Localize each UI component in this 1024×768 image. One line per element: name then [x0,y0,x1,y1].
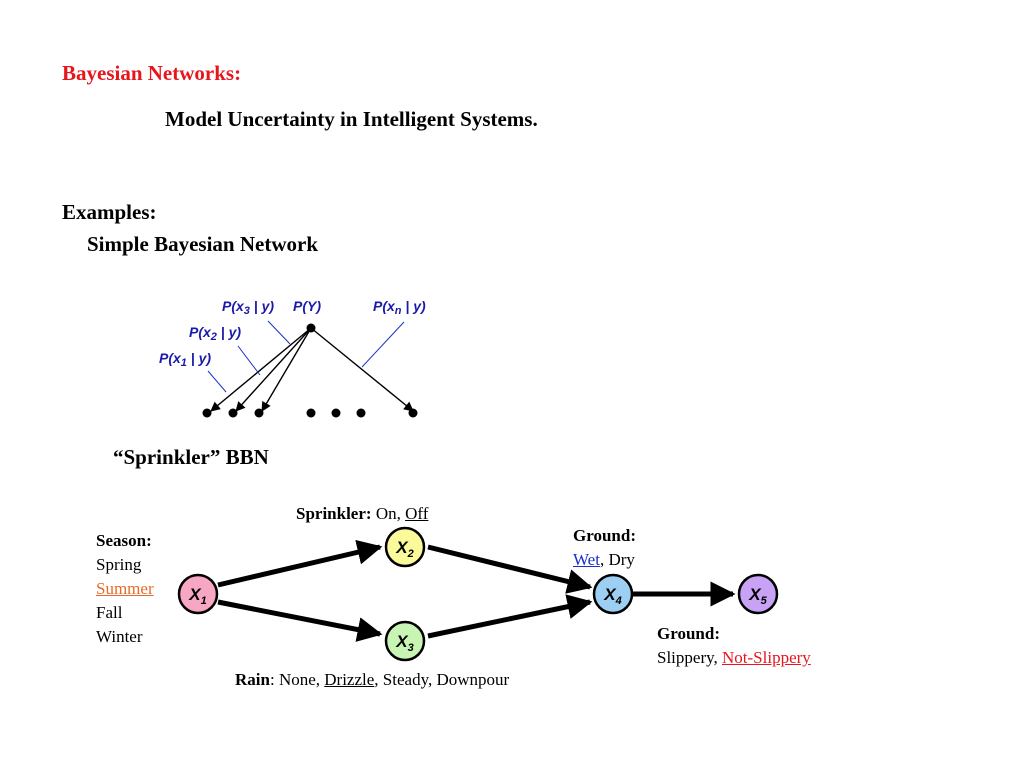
sprinkler-annotation: Sprinkler: On, Off [296,502,428,526]
season-block: Season: Spring Summer Fall Winter [96,529,154,649]
ellipsis-dot [356,408,366,418]
child-node-x1 [202,408,212,418]
ground-slip-label: Ground: [657,624,720,643]
rain-value-none: : None, [269,670,325,689]
sprinkler-value-on: On [375,504,397,523]
bbn-edges [217,539,736,642]
season-value-spring: Spring [96,555,142,574]
leader-line-x1 [207,370,227,393]
svg-text:X4: X4 [603,585,621,607]
svg-text:X3: X3 [395,632,413,654]
rain-value-rest: , Steady, Downpour [374,670,510,689]
edge-y-xn [310,327,414,412]
edge-y-x1 [210,327,312,412]
ground-wet-label: Ground: [573,526,636,545]
page-title: Bayesian Networks: [62,61,242,85]
examples-label: Examples: [62,200,157,224]
season-value-fall: Fall [96,603,123,622]
sprinkler-bbn-title: “Sprinkler” BBN [113,445,269,469]
ground-value-wet: Wet [573,550,600,569]
label-p-x2-given-y: P(x2 | y) [189,324,241,343]
rain-value-drizzle: Drizzle [324,670,375,689]
node-x1: X1 [177,573,219,615]
ground-value-slippery: Slippery, [657,648,723,667]
leader-line-xn [361,321,405,368]
sprinkler-value-off: Off [405,504,429,523]
label-p-x1-given-y: P(x1 | y) [159,350,211,369]
edge-x3-x4 [427,594,593,639]
node-x2: X2 [384,526,426,568]
page-subtitle: Model Uncertainty in Intelligent Systems… [165,107,538,131]
svg-text:X2: X2 [395,538,413,560]
edge-x1-x3 [217,599,383,642]
sprinkler-sep: , [396,504,406,523]
ground-value-dry: , Dry [599,550,635,569]
label-p-xn-given-y: P(xn | y) [373,298,426,317]
edge-x1-x2 [217,539,383,588]
svg-text:X5: X5 [748,585,767,607]
sprinkler-label: Sprinkler: [296,504,372,523]
node-x5: X5 [737,573,779,615]
leader-line-x3 [267,320,291,345]
edge-y-x3 [261,327,312,412]
edge-x2-x4 [427,544,593,594]
label-p-y: P(Y) [293,298,321,314]
node-x4: X4 [592,573,634,615]
ellipsis-dot [306,408,316,418]
svg-text:X1: X1 [188,585,206,607]
bbn-nodes: X1 X2 X3 X4 X5 [177,526,779,662]
season-value-summer: Summer [96,579,154,598]
child-node-x3 [254,408,264,418]
leader-line-x2 [237,345,261,376]
child-node-xn [408,408,418,418]
rain-annotation: Rain: None, Drizzle, Steady, Downpour [235,668,509,692]
ellipsis-dot [331,408,341,418]
edge-y-x2 [235,327,312,412]
simple-network-title: Simple Bayesian Network [87,232,318,256]
season-label: Season: [96,531,152,550]
rain-label: Rain [235,670,270,689]
ground-wet-annotation: Ground: Wet, Dry [573,524,636,572]
ground-slip-annotation: Ground: Slippery, Not-Slippery [657,622,811,670]
label-p-x3-given-y: P(x3 | y) [222,298,274,317]
simple-network: P(x3 | y) P(Y) P(x2 | y) P(x1 | y) P(xn … [159,298,426,418]
node-x3: X3 [384,620,426,662]
season-value-winter: Winter [96,627,143,646]
child-node-x2 [228,408,238,418]
ground-value-not-slippery: Not-Slippery [722,648,811,667]
